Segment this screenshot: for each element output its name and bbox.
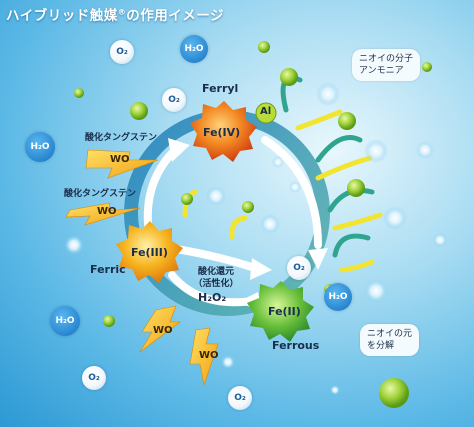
al-particle xyxy=(255,102,277,124)
o2-molecule: O₂ xyxy=(110,40,134,64)
o2-molecule: O₂ xyxy=(82,366,106,390)
h2o-molecule: H₂O xyxy=(180,35,208,63)
al-label: Al xyxy=(260,106,272,117)
arrow-ferric-to-ferrous-inner xyxy=(166,244,259,272)
wo-label-4: WO xyxy=(199,350,219,361)
oxidation-label-2: 酸化タングステン xyxy=(64,189,137,199)
wo-bolt-1 xyxy=(85,149,159,179)
page-title: ハイブリッド触媒®の作用イメージ xyxy=(6,7,224,25)
h2o-molecule: H₂O xyxy=(324,283,352,311)
wo-bolt-4 xyxy=(189,327,219,387)
reduction-label: 酸化還元 （活性化） xyxy=(193,267,239,289)
wo-label-1: WO xyxy=(110,154,130,165)
ferric-label: Ferric xyxy=(90,263,126,276)
wo-label-3: WO xyxy=(153,325,173,336)
wo-bolt-2 xyxy=(65,202,141,226)
ferryl-label: Ferryl xyxy=(202,82,239,95)
fe3-burst xyxy=(116,221,183,283)
o2-molecule: O₂ xyxy=(228,386,252,410)
odor-source-callout: ニオイの元 を分解 xyxy=(360,324,420,356)
odor-molecules xyxy=(74,41,432,408)
fe2-ion-label: Fe(II) xyxy=(268,305,301,318)
fe4-ion-label: Fe(IV) xyxy=(203,126,241,139)
ferrous-label: Ferrous xyxy=(272,339,320,352)
arrow-ferryl-to-ferrous xyxy=(261,136,322,249)
h2o-molecule: H₂O xyxy=(25,132,55,162)
oxidation-label-1: 酸化タングステン xyxy=(85,133,158,143)
o2-molecule: O₂ xyxy=(287,256,311,280)
fe4-burst xyxy=(190,101,257,162)
fe3-ion-label: Fe(III) xyxy=(131,246,168,259)
wo-bolt-3 xyxy=(139,305,181,353)
h2o-molecule: H₂O xyxy=(50,306,80,336)
odor-molecule-callout: ニオイの分子 アンモニア xyxy=(352,49,421,81)
fe2-burst xyxy=(247,281,314,342)
radical-sparkles xyxy=(64,82,447,395)
wo-bolts xyxy=(65,149,219,387)
wo-label-2: WO xyxy=(97,206,117,217)
odor-flow-arrows xyxy=(182,75,383,273)
h2o2-label: H₂O₂ xyxy=(198,291,227,304)
o2-molecule: O₂ xyxy=(162,88,186,112)
